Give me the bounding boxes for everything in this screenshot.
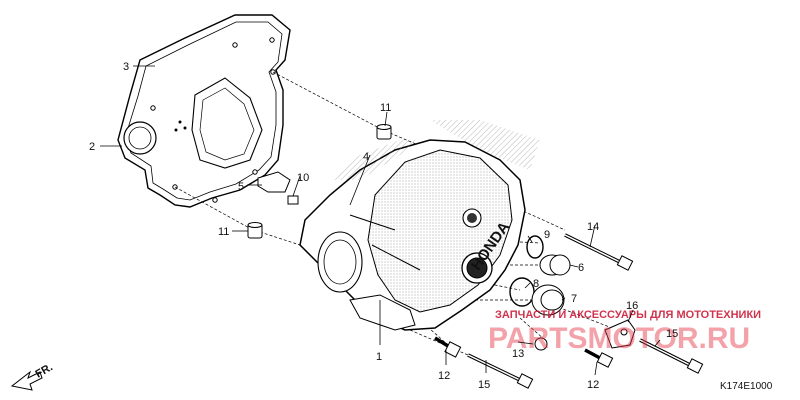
callout-1[interactable]: 1 [376, 351, 382, 363]
bracket-16[interactable] [604, 319, 636, 349]
callout-14[interactable]: 14 [587, 221, 599, 233]
callout-10[interactable]: 10 [297, 172, 309, 184]
callout-15-right[interactable]: 15 [666, 328, 678, 340]
cap-7[interactable] [531, 284, 565, 316]
cap-6[interactable] [539, 254, 571, 276]
bolt-14[interactable] [564, 233, 634, 271]
bolt-small[interactable] [287, 195, 299, 205]
callout-2[interactable]: 2 [89, 141, 95, 153]
callout-5[interactable]: 5 [238, 181, 244, 193]
callout-11-lower[interactable]: 11 [218, 226, 229, 238]
o-ring-9[interactable] [526, 235, 544, 259]
front-direction-indicator: FR. [10, 361, 55, 391]
callout-15-bottom[interactable]: 15 [478, 379, 490, 391]
bolt-12-left[interactable] [434, 336, 462, 358]
clamp-part[interactable] [257, 171, 291, 193]
bolt-13[interactable] [534, 337, 548, 351]
dowel-pin-upper[interactable] [376, 124, 392, 140]
callout-9[interactable]: 9 [544, 229, 550, 241]
callout-13[interactable]: 13 [512, 348, 524, 360]
front-label: FR. [34, 361, 55, 380]
dowel-pin-lower[interactable] [247, 222, 263, 239]
gasket-part[interactable] [117, 14, 291, 208]
callout-8[interactable]: 8 [533, 278, 539, 290]
bolt-15-bottom[interactable] [467, 353, 534, 389]
bolt-12-right[interactable] [584, 348, 614, 368]
callout-3[interactable]: 3 [123, 61, 129, 73]
shading [430, 120, 540, 170]
o-ring-8[interactable] [509, 277, 535, 307]
callout-7[interactable]: 7 [571, 293, 577, 305]
callout-11-upper[interactable]: 11 [380, 102, 391, 114]
crankcase-cover[interactable]: HONDA [299, 139, 526, 331]
leader-lines [100, 65, 661, 376]
bolt-15-right[interactable] [639, 338, 704, 374]
callout-6[interactable]: 6 [578, 262, 584, 274]
watermark-tagline: ЗАПЧАСТИ И АКСЕССУАРЫ ДЛЯ МОТОТЕХНИКИ [495, 309, 761, 321]
watermark: ЗАПЧАСТИ И АКСЕССУАРЫ ДЛЯ МОТОТЕХНИКИ PA… [488, 309, 761, 355]
callout-16[interactable]: 16 [626, 300, 638, 312]
diagram-code: K174E1000 [720, 381, 773, 392]
callout-4[interactable]: 4 [363, 151, 369, 163]
watermark-logo: PARTSMOTOR.RU [488, 322, 750, 355]
part-callouts: 3 2 4 5 10 11 11 6 7 8 9 14 16 15 1 12 1… [89, 61, 678, 391]
callout-12-left[interactable]: 12 [438, 370, 450, 382]
callout-12-right[interactable]: 12 [587, 379, 599, 391]
